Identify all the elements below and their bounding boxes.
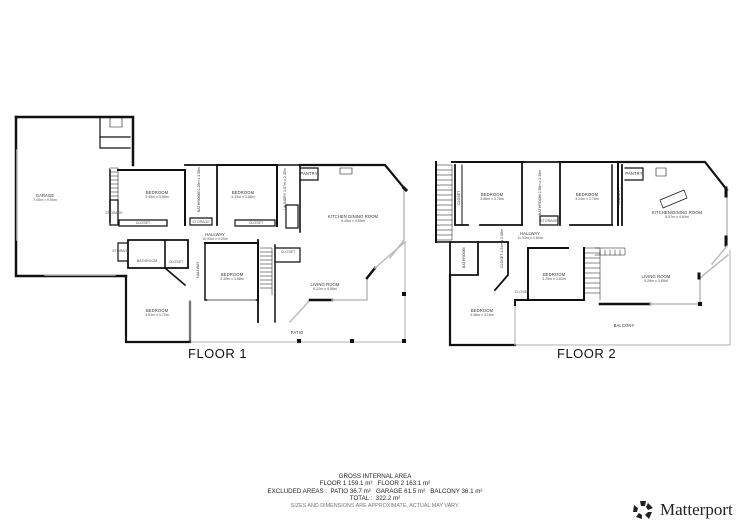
room-label-bathroom: BATHROOM 2.26m x 3.58m — [197, 166, 201, 212]
room-label-closet: CLOSET — [248, 221, 264, 225]
room-label-pantry: PANTRY — [625, 171, 643, 176]
room-label-bathroom: BATHROOM — [136, 259, 158, 263]
area-heading: GROSS INTERNAL AREA — [338, 473, 412, 480]
room-label-balcony: BALCONY — [613, 323, 635, 328]
area-floors: FLOOR 1 159.1 m² FLOOR 2 163.1 m² — [319, 480, 431, 488]
brand-name: Matterport — [660, 500, 733, 519]
room-label-hallway: HALLWAY — [196, 261, 200, 278]
floor-1-title: FLOOR 1 — [188, 346, 248, 361]
room-label-bathroom: BATHROOM — [462, 247, 466, 269]
room-label-laundry: LAUNDRY 1.57m x 2.35m — [283, 168, 287, 210]
area-excluded: EXCLUDED AREAS : PATIO 36.7 m² GARAGE 61… — [267, 487, 483, 495]
room-label-storage: STORAGE — [112, 249, 130, 253]
matterport-logo-icon — [633, 501, 653, 519]
room-label-closet: CLOSET — [617, 190, 621, 205]
room-label-storage: STORAGE — [105, 211, 123, 215]
room-label-closet: CLOSET — [280, 250, 296, 254]
room-label-closet: CLOSET — [514, 290, 530, 294]
floor-2-title: FLOOR 2 — [557, 346, 617, 361]
room-label-storage: STORAGE — [192, 220, 210, 224]
room-label-storage: STORAGE — [540, 219, 558, 223]
room-label-pantry: PANTRY — [300, 171, 318, 176]
area-total: TOTAL : 322.2 m² — [349, 495, 401, 503]
room-label-bathroom: BATHROOM 2.55m x 2.36m — [538, 169, 542, 215]
room-label-patio: PATIO — [290, 330, 304, 335]
area-disclaimer: SIZES AND DIMENSIONS ARE APPROXIMATE, AC… — [290, 502, 460, 509]
garage-walls — [14, 115, 135, 278]
room-label-closet: CLOSET 1.54m x 2.08m — [500, 228, 504, 268]
matterport-logo: Matterport — [632, 500, 733, 520]
room-label-closet: CLOSET — [168, 260, 184, 264]
room-label-closet: CLOSET — [457, 190, 461, 205]
area-summary: GROSS INTERNAL AREA FLOOR 1 159.1 m² FLO… — [0, 473, 750, 510]
room-label-closet: CLOSET — [135, 221, 151, 225]
